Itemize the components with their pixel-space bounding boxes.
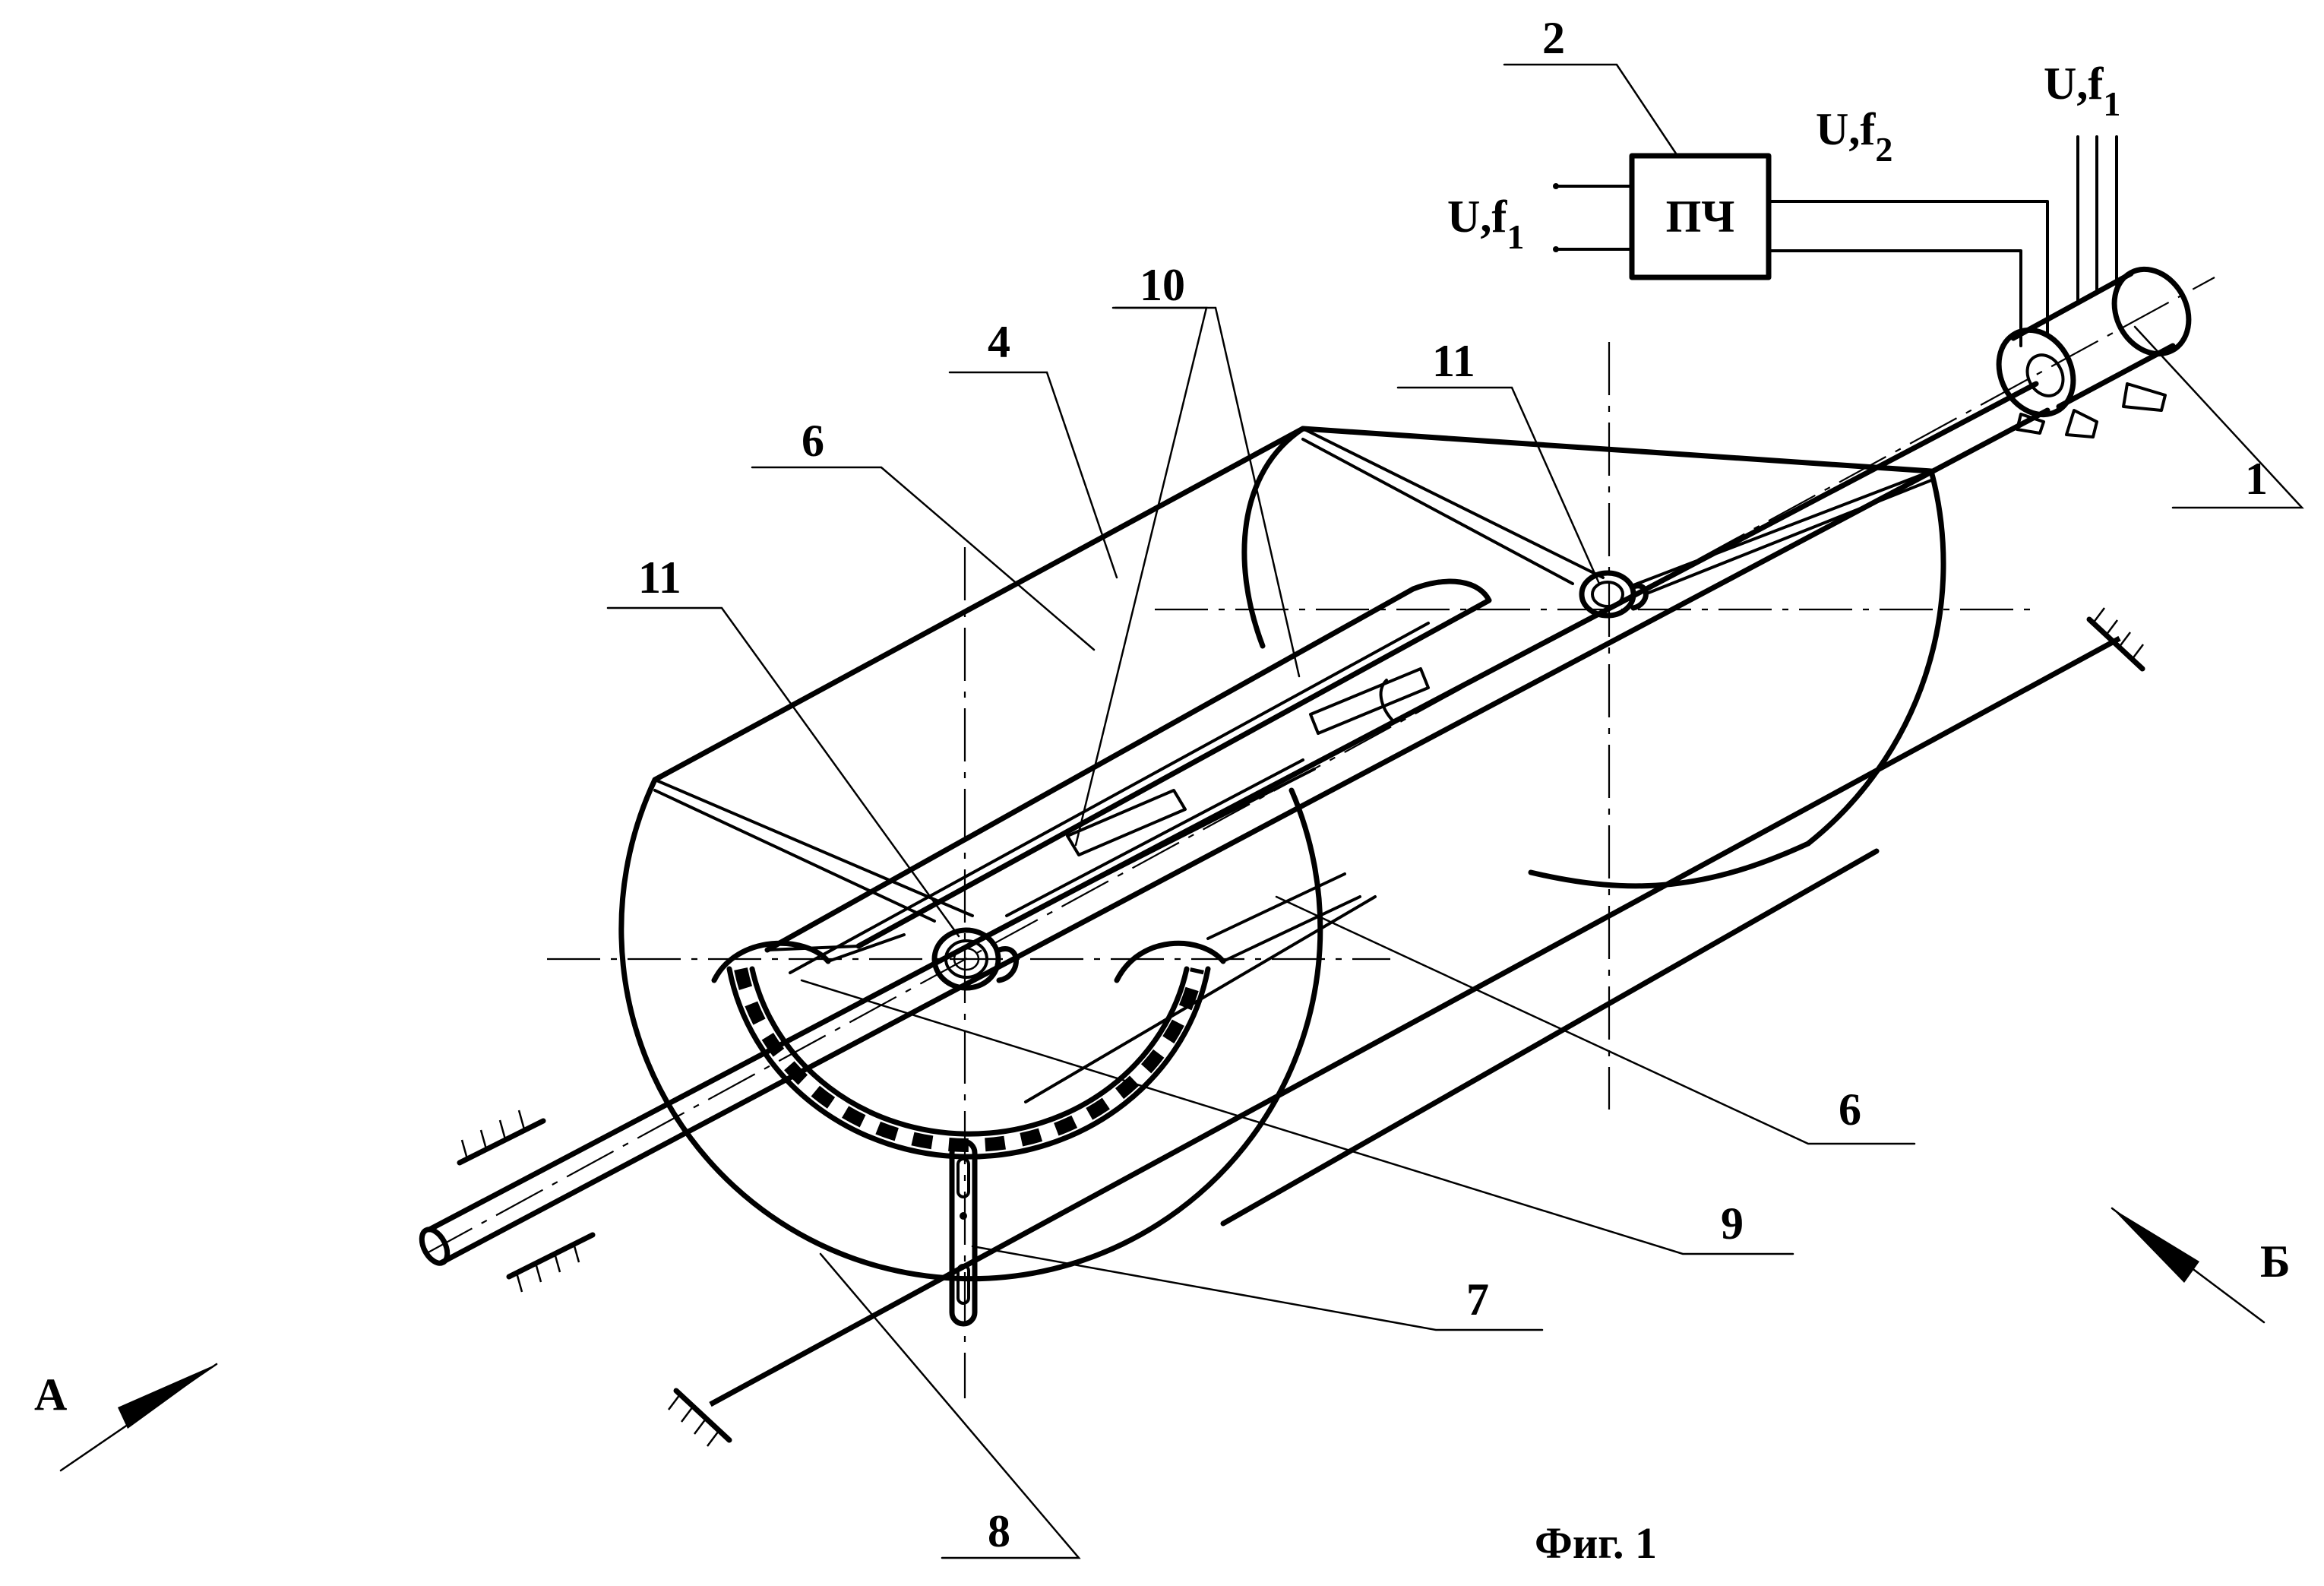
- figure-caption: Фиг. 1: [1535, 1518, 1657, 1568]
- signal-labels: U,f1 U,f2 U,f1: [1447, 59, 2120, 256]
- motor: [1984, 256, 2203, 437]
- signal-output: U,f2: [1816, 104, 1892, 169]
- callout-labels: 2 4 10 6 11 11 1 6 9 7 8: [638, 13, 2268, 1556]
- label-hub-right: 11: [1432, 336, 1475, 386]
- spokes: [1067, 669, 1428, 855]
- label-blade-upper: 6: [802, 416, 824, 466]
- frequency-converter: ПЧ: [1632, 156, 1769, 277]
- view-arrow-left: А: [34, 1364, 217, 1470]
- label-clamp: 7: [1466, 1274, 1489, 1325]
- label-hub-left: 11: [638, 552, 681, 603]
- drum-housing: [621, 429, 1943, 1279]
- view-label-left: А: [34, 1369, 67, 1420]
- view-label-right: Б: [2260, 1236, 2291, 1287]
- view-arrow-right: Б: [2112, 1208, 2291, 1322]
- label-spokes: 10: [1140, 260, 1185, 310]
- label-motor: 1: [2245, 454, 2268, 504]
- clamp: [952, 1141, 975, 1324]
- converter-text: ПЧ: [1666, 192, 1735, 242]
- label-baffle: 9: [1721, 1198, 1744, 1249]
- label-converter: 2: [1542, 13, 1565, 63]
- wiring: [1553, 137, 2117, 346]
- shaft: [416, 384, 2047, 1268]
- label-blade-lower: 6: [1839, 1084, 1861, 1135]
- blade-upper: [767, 581, 1489, 973]
- perforated-baffle: [729, 969, 1208, 1157]
- signal-input: U,f1: [1447, 192, 1524, 256]
- center-lines: [425, 277, 2215, 1398]
- signal-mains: U,f1: [2044, 59, 2120, 123]
- label-rod: 8: [988, 1506, 1010, 1556]
- label-drum: 4: [988, 317, 1010, 367]
